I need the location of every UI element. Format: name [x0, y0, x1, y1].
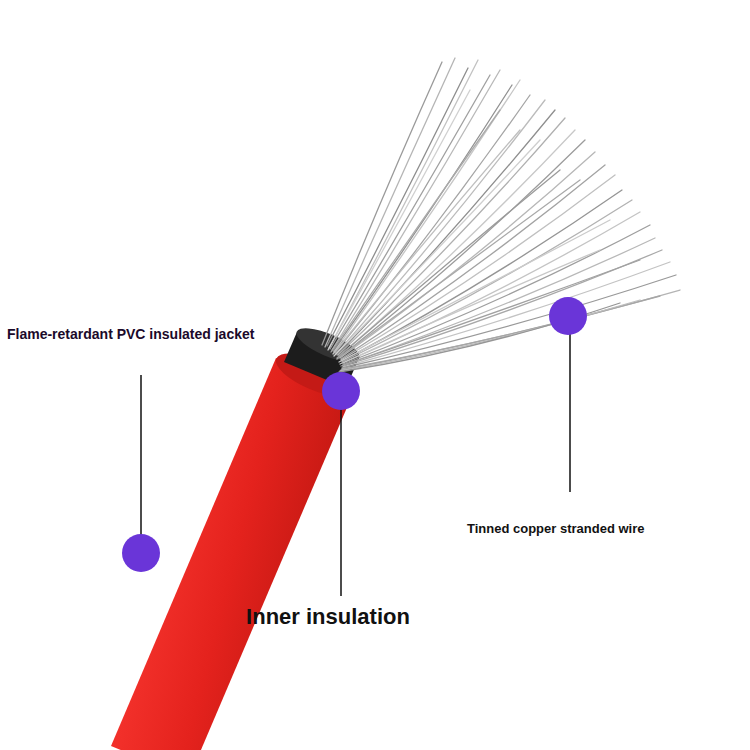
- callout-dot: [322, 372, 360, 410]
- callout-dot: [549, 297, 587, 335]
- part-label: Inner insulation: [246, 604, 410, 630]
- leader-line: [140, 375, 142, 540]
- label-slot: Inner insulation: [246, 604, 410, 630]
- leader-line: [340, 405, 342, 596]
- callout-dot: [122, 534, 160, 572]
- part-label: Tinned copper stranded wire: [467, 521, 644, 536]
- label-slot: Flame-retardant PVC insulated jacket: [7, 326, 254, 342]
- copper-strands: [322, 58, 680, 372]
- part-label: Flame-retardant PVC insulated jacket: [7, 326, 254, 342]
- leader-line: [569, 330, 571, 492]
- label-slot: Tinned copper stranded wire: [467, 521, 644, 536]
- cable-jacket: [111, 358, 354, 750]
